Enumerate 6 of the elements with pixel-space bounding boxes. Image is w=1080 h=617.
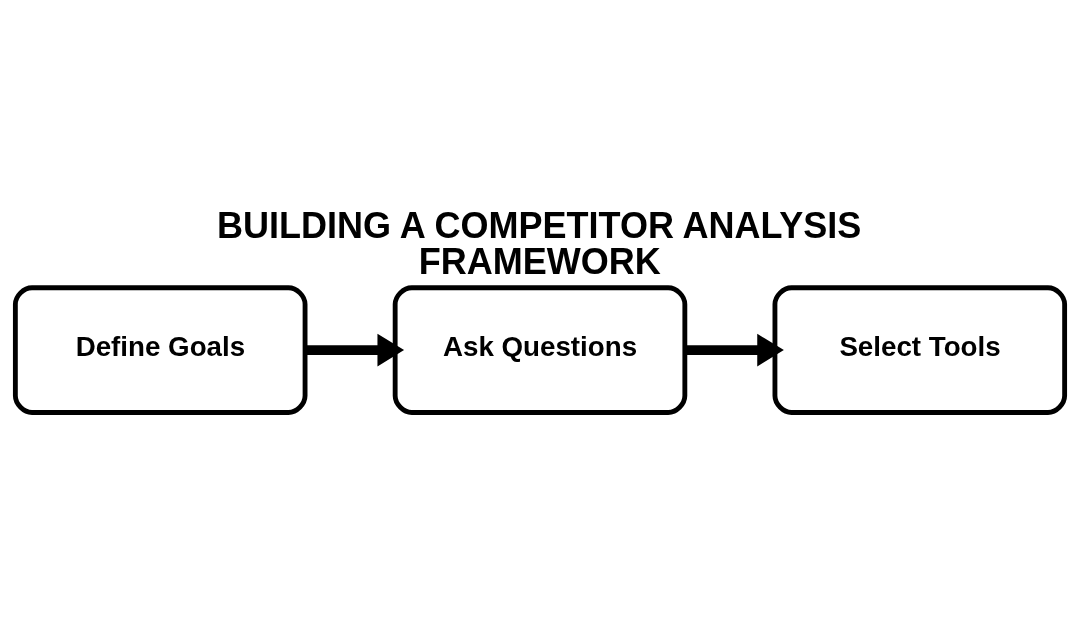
arrow <box>685 333 784 367</box>
node-box: Select Tools <box>772 285 1068 415</box>
node-box: Ask Questions <box>392 285 688 415</box>
arrow <box>305 333 405 367</box>
node-box: Define Goals <box>12 285 308 415</box>
diagram-title: BUILDING A COMPETITOR ANALYSIS FRAMEWORK <box>217 204 862 282</box>
